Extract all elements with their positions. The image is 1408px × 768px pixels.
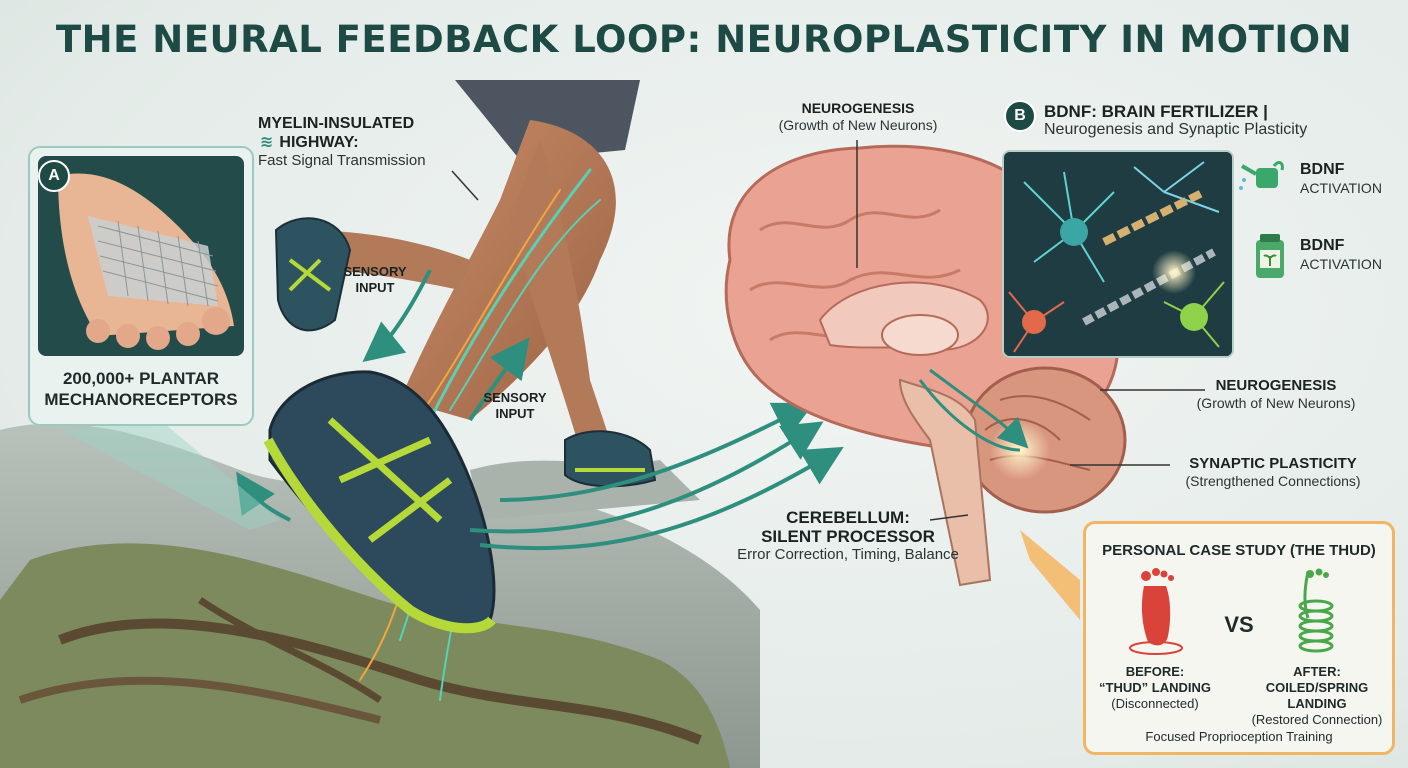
cerebellum-title-line2: SILENT PROCESSOR	[761, 527, 935, 546]
neurogenesis-right-label: NEUROGENESIS (Growth of New Neurons)	[1180, 378, 1372, 412]
after-line1: AFTER:	[1293, 664, 1341, 679]
bdnf-activation-1: BDNF ACTIVATION	[1300, 160, 1382, 197]
neurogenesis-top-label: NEUROGENESIS (Growth of New Neurons)	[768, 100, 948, 134]
case-study-footer: Focused Proprioception Training	[1145, 729, 1333, 744]
bdnf-title: BDNF: BRAIN FERTILIZER |	[1044, 102, 1268, 121]
myelin-subtitle: Fast Signal Transmission	[258, 152, 426, 169]
fertilizer-jar-icon	[1252, 232, 1288, 287]
myelin-label: MYELIN-INSULATED ≋ HIGHWAY: Fast Signal T…	[258, 114, 426, 170]
bdnf-activation-1-title: BDNF	[1300, 161, 1345, 178]
bdnf-activation-2-subtitle: ACTIVATION	[1300, 256, 1382, 272]
myelin-title-line2-row: ≋ HIGHWAY:	[258, 133, 426, 152]
bdnf-activation-2: BDNF ACTIVATION	[1300, 236, 1382, 273]
case-study-title: PERSONAL CASE STUDY (THE THUD)	[1102, 542, 1376, 559]
far-shoe	[564, 430, 657, 488]
watering-can-icon	[1238, 158, 1288, 203]
panel-a-mechanoreceptors: A 200,000+ PLANTAR MECHANORECEPTORS	[28, 146, 254, 426]
sensory-1-line2: INPUT	[355, 280, 395, 295]
mechanoreceptors-caption: 200,000+ PLANTAR MECHANORECEPTORS	[30, 368, 252, 410]
cerebellum-label: CEREBELLUM: SILENT PROCESSOR Error Corre…	[730, 508, 966, 564]
panel-b-neurons	[1002, 150, 1234, 358]
page-title: THE NEURAL FEEDBACK LOOP: NEUROPLASTICIT…	[55, 18, 1353, 61]
runner-legs	[300, 80, 640, 450]
myelin-icon: ≋	[260, 134, 274, 151]
bdnf-heading: BDNF: BRAIN FERTILIZER | Neurogenesis an…	[1044, 102, 1307, 139]
myelin-title-line2: HIGHWAY:	[279, 134, 359, 151]
leader-lines	[451, 140, 1205, 521]
bdnf-subtitle: Neurogenesis and Synaptic Plasticity	[1044, 121, 1308, 138]
sensory-2-line1: SENSORY	[483, 390, 547, 405]
sensory-2-line2: INPUT	[495, 406, 535, 421]
after-column: AFTER: COILED/SPRING LANDING (Restored C…	[1242, 664, 1392, 728]
back-shoe	[274, 217, 352, 332]
sensory-input-label-2: SENSORY INPUT	[480, 390, 550, 422]
sensory-input-label-1: SENSORY INPUT	[340, 264, 410, 296]
after-line3: (Restored Connection)	[1251, 712, 1383, 727]
panel-a-callout	[60, 420, 280, 530]
main-shoe	[263, 370, 496, 634]
neurogenesis-top-title: NEUROGENESIS	[801, 100, 915, 116]
sensory-arrows	[236, 269, 844, 551]
caption-line1: 200,000+ PLANTAR	[62, 369, 220, 388]
vs-label: VS	[1224, 612, 1254, 637]
red-foot-icon	[1126, 566, 1186, 661]
green-spring-icon	[1286, 566, 1346, 661]
synaptic-plasticity-label: SYNAPTIC PLASTICITY (Strengthened Connec…	[1168, 456, 1378, 490]
neurogenesis-right-subtitle: (Growth of New Neurons)	[1196, 395, 1356, 411]
before-line1: BEFORE:	[1125, 664, 1185, 679]
badge-a: A	[38, 160, 70, 192]
bdnf-activation-2-title: BDNF	[1300, 237, 1345, 254]
sensory-1-line1: SENSORY	[343, 264, 407, 279]
cerebellum-title-line1: CEREBELLUM:	[786, 508, 910, 527]
after-line2: COILED/SPRING LANDING	[1265, 680, 1369, 711]
before-line3: (Disconnected)	[1111, 696, 1199, 711]
synaptic-subtitle: (Strengthened Connections)	[1185, 473, 1361, 489]
trail-terrain	[0, 423, 760, 768]
cerebellum-subtitle: Error Correction, Timing, Balance	[737, 546, 959, 563]
caption-line2: MECHANORECEPTORS	[44, 390, 238, 409]
myelin-title-line1: MYELIN-INSULATED	[258, 115, 415, 132]
foot-illustration	[38, 156, 244, 356]
before-line2: “THUD” LANDING	[1099, 680, 1211, 695]
bdnf-activation-1-subtitle: ACTIVATION	[1300, 180, 1382, 196]
synaptic-title: SYNAPTIC PLASTICITY	[1189, 455, 1357, 472]
before-column: BEFORE: “THUD” LANDING (Disconnected)	[1080, 664, 1230, 712]
case-study-panel: PERSONAL CASE STUDY (THE THUD) VS BEFORE…	[1083, 521, 1395, 755]
neurogenesis-top-subtitle: (Growth of New Neurons)	[778, 117, 938, 133]
neurogenesis-right-title: NEUROGENESIS	[1215, 377, 1337, 394]
badge-b: B	[1004, 100, 1036, 132]
case-study-callout	[1020, 530, 1080, 620]
